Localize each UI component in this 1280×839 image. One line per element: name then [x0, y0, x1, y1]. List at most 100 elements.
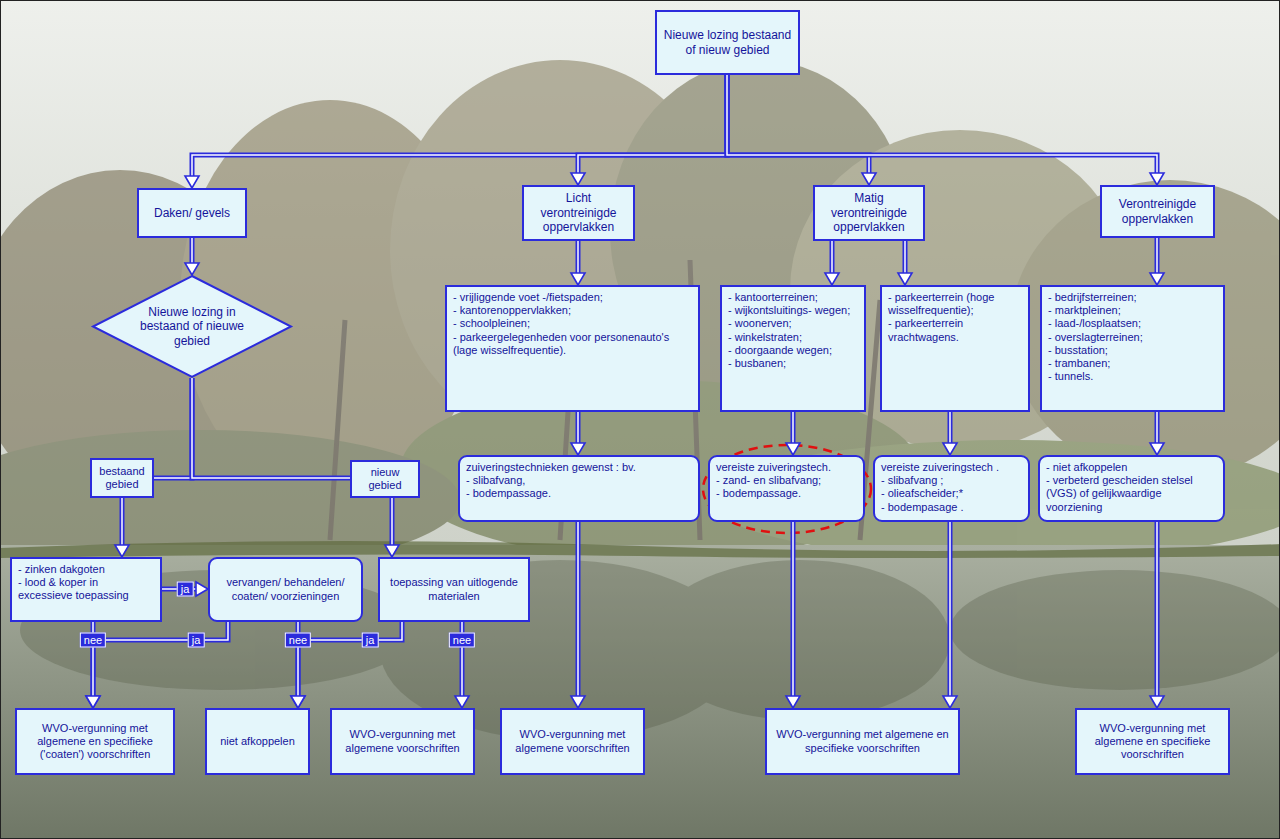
category-box: Daken/ gevels	[137, 188, 247, 238]
node-text: - doorgaande wegen;	[728, 344, 858, 357]
condition-box: - zinken dakgoten- lood & koper in exces…	[10, 557, 162, 622]
arrow-core	[792, 412, 794, 444]
category-box: Verontreinigde oppervlakken	[1100, 185, 1215, 238]
node-text: - slibafvang,	[466, 474, 692, 487]
arrow-outline	[192, 75, 727, 177]
flow-arrow	[154, 378, 192, 478]
flow-arrow	[943, 522, 957, 708]
arrow-outline	[190, 238, 195, 264]
highlight-ellipse	[703, 445, 871, 533]
question-box: toepassing van uitlogende materialen	[378, 557, 530, 622]
flow-arrow	[727, 75, 1164, 185]
edge-label: nee	[285, 633, 311, 648]
list-box: - vrijliggende voet -/fietspaden;- kanto…	[445, 285, 700, 412]
node-text: zuiveringstechnieken gewenst : bv.	[466, 461, 692, 474]
arrow-head	[571, 173, 585, 185]
node-text: - overslagterreinen;	[1048, 331, 1217, 344]
arrow-head	[862, 173, 876, 185]
arrow-head	[786, 696, 800, 708]
flow-arrow	[1150, 412, 1164, 455]
node-text: - busstation;	[1048, 344, 1217, 357]
diamond-shape	[93, 276, 291, 377]
edge-label: ja	[177, 582, 194, 597]
arrow-outline	[1155, 412, 1160, 444]
arrow-head	[291, 696, 305, 708]
arrow-head	[196, 582, 208, 596]
tree-crown	[390, 60, 730, 440]
flow-arrow	[385, 498, 399, 557]
node-text: - kantorenoppervlakken;	[453, 304, 692, 317]
outcome-box: WVO-vergunning met algemene en specifiek…	[765, 708, 960, 775]
treatment-box: vereiste zuiveringstech .- slibafvang ;-…	[873, 455, 1030, 522]
node-text: - laad-/losplaatsen;	[1048, 317, 1217, 330]
arrow-core	[192, 75, 727, 177]
arrow-head	[1150, 696, 1164, 708]
node-text: niet afkoppelen	[213, 735, 302, 748]
arrow-outline	[298, 622, 402, 697]
arrow-head	[943, 443, 957, 455]
node-text: vereiste zuiveringstech.	[716, 461, 857, 474]
question-box: vervangen/ behandelen/ coaten/ voorzieni…	[208, 557, 363, 622]
arrow-head	[115, 545, 129, 557]
arrow-core	[792, 522, 794, 697]
flow-arrow	[192, 378, 350, 478]
arrow-head	[898, 273, 912, 285]
flow-arrow	[786, 522, 800, 708]
arrow-core	[1156, 238, 1158, 274]
arrow-outline	[948, 412, 953, 444]
node-text: - parkeerterrein vrachtwagens.	[888, 317, 1022, 343]
outcome-box: WVO-vergunning met algemene en specifiek…	[15, 708, 175, 775]
node-text: - parkeerterrein (hoge wisselfrequentie)…	[888, 291, 1022, 317]
node-text: - bodempasage .	[881, 501, 1022, 514]
flow-arrow	[1150, 238, 1164, 285]
node-text: WVO-vergunning met algemene en specifiek…	[23, 722, 167, 762]
bush	[0, 430, 460, 570]
arrow-core	[577, 241, 579, 274]
water	[0, 545, 1280, 839]
arrow-outline	[93, 622, 228, 697]
outcome-box: WVO-vergunning met algemene voorschrifte…	[500, 708, 645, 775]
arrow-head	[571, 443, 585, 455]
arrow-core	[1156, 522, 1158, 697]
arrow-core	[904, 241, 906, 274]
node-text: Daken/ gevels	[144, 206, 240, 220]
arrow-core	[727, 75, 1157, 174]
treatment-box: vereiste zuiveringstech.- zand- en sliba…	[708, 455, 865, 522]
flow-arrow	[571, 241, 585, 285]
flow-arrow	[898, 241, 912, 285]
node-text: - zinken dakgoten	[18, 563, 154, 576]
arrow-head	[455, 696, 469, 708]
flow-arrow	[571, 412, 585, 455]
arrow-core	[577, 522, 579, 697]
node-text: - marktpleinen;	[1048, 304, 1217, 317]
tree-line	[0, 60, 1280, 570]
arrow-head	[86, 696, 100, 708]
category-box: Licht verontreinigde oppervlakken	[522, 185, 635, 241]
list-box: - bedrijfsterreinen;- marktpleinen;- laa…	[1040, 285, 1225, 412]
list-box: - kantoorterreinen;- wijkontsluitings- w…	[720, 285, 866, 412]
flow-arrow	[571, 75, 727, 185]
arrow-outline	[1155, 522, 1160, 697]
arrow-outline	[791, 522, 796, 697]
node-text: Licht verontreinigde oppervlakken	[529, 191, 628, 234]
node-text: Verontreinigde oppervlakken	[1107, 197, 1208, 226]
shoreline	[0, 541, 1280, 558]
arrow-core	[1156, 412, 1158, 444]
arrow-head	[1150, 443, 1164, 455]
arrow-head	[571, 696, 585, 708]
area-box: nieuw gebied	[350, 460, 420, 498]
node-text: Nieuwe lozing bestaand of nieuw gebied	[662, 28, 793, 57]
arrow-head	[185, 176, 199, 188]
arrow-core	[191, 238, 193, 264]
node-text: - kantoorterreinen;	[728, 291, 858, 304]
tree-crown	[1010, 180, 1280, 480]
node-text: WVO-vergunning met algemene en specifiek…	[1083, 722, 1222, 762]
node-text: - woonerven;	[728, 317, 858, 330]
outcome-box: WVO-vergunning met algemene en specifiek…	[1075, 708, 1230, 775]
node-text: nieuw gebied	[355, 466, 415, 492]
outcome-box: niet afkoppelen	[205, 708, 310, 775]
arrow-core	[949, 522, 951, 697]
arrow-outline	[791, 412, 796, 444]
node-text: - schoolpleinen;	[453, 317, 692, 330]
